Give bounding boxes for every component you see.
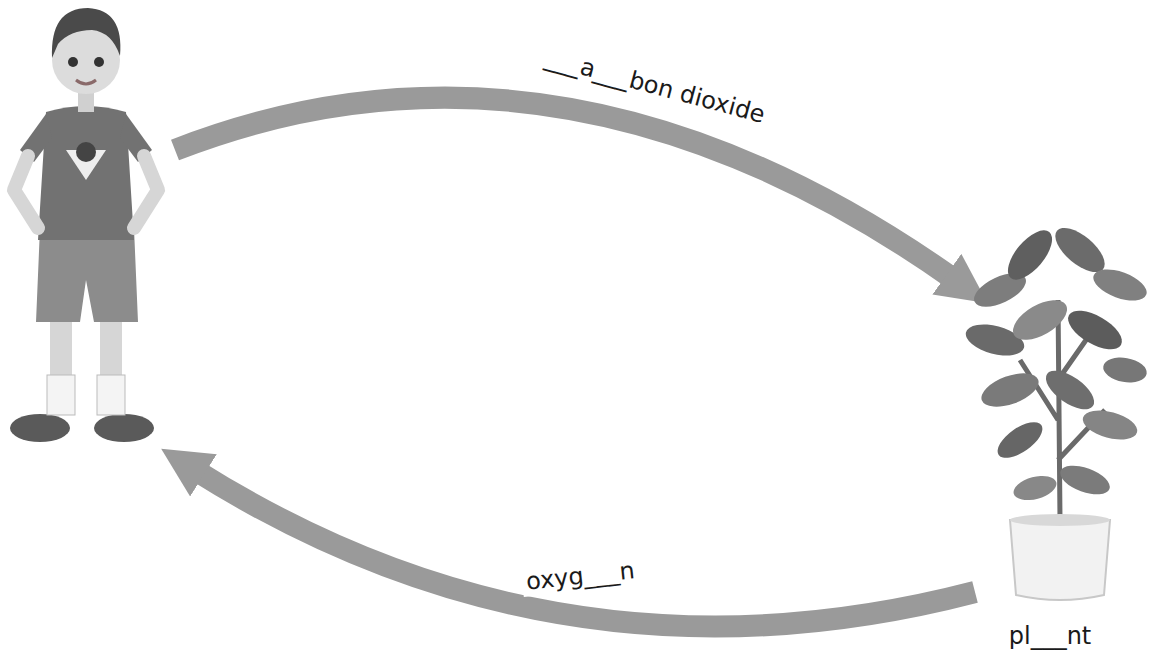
carbon-dioxide-arrow	[175, 98, 955, 280]
arrow-label: oxyg___n	[520, 556, 639, 597]
boy-figure	[10, 8, 158, 442]
plant-figure	[962, 220, 1150, 600]
oxygen-arrow	[195, 470, 975, 627]
plant-label: pl___nt	[1005, 622, 1096, 651]
